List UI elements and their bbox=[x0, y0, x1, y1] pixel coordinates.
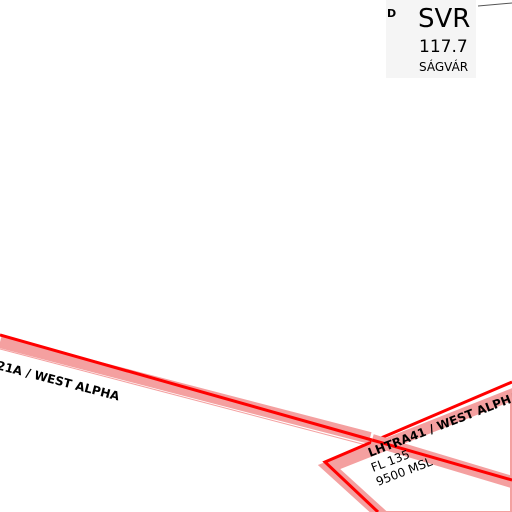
navaid-ident: SVR bbox=[418, 4, 471, 34]
map-tick-mark bbox=[477, 2, 512, 7]
navaid-type-letter: D bbox=[387, 7, 397, 20]
airspace-boundary-west-alpha bbox=[0, 333, 373, 446]
airspace-boundary-lhtra41 bbox=[317, 380, 512, 512]
airspace-label-lhtra41: LHTRA41 / WEST ALPHA bbox=[366, 389, 512, 460]
navaid-name: SÁGVÁR bbox=[419, 60, 469, 74]
navaid-label-box[interactable] bbox=[386, 0, 476, 78]
navaid-frequency: 117.7 bbox=[419, 37, 468, 57]
